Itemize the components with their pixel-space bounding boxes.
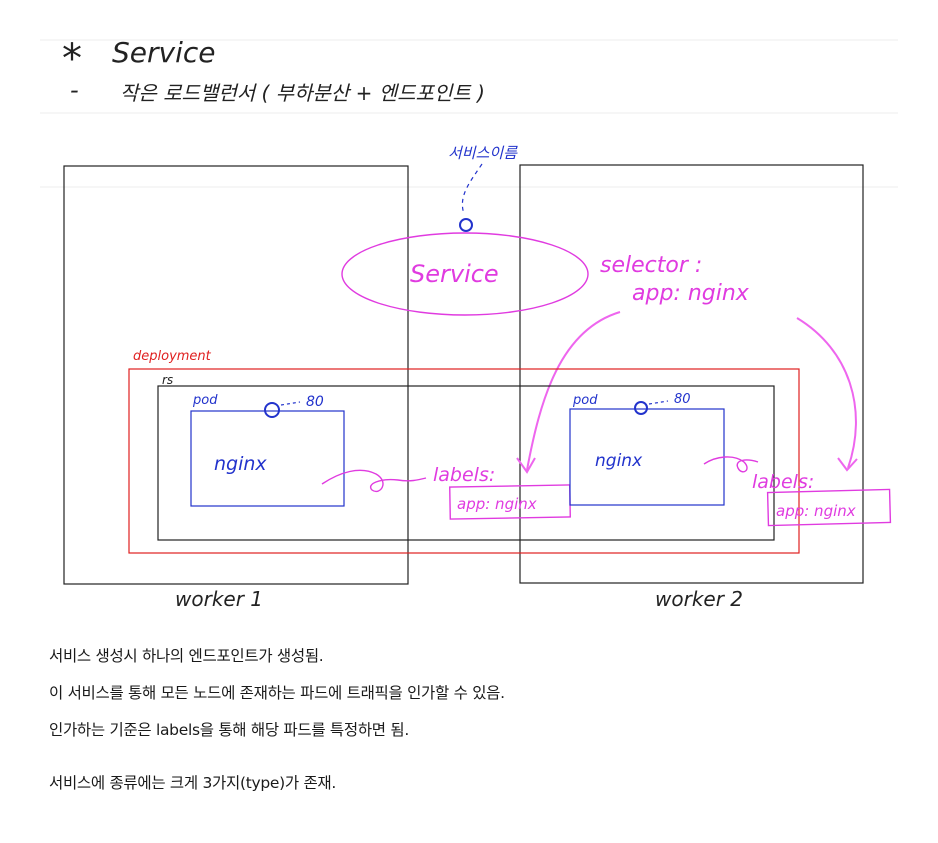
pod-1-box <box>190 410 345 507</box>
pod-2-port-number: 80 <box>674 392 691 407</box>
worker1-label: worker 1 <box>175 587 263 611</box>
notes: 서비스 생성시 하나의 엔드포인트가 생성됨. 이 서비스를 통해 모든 노드에… <box>49 643 909 807</box>
pod-2-labels-box <box>766 488 892 527</box>
replicaset-box <box>157 385 775 541</box>
pod-2-port-line <box>648 400 669 405</box>
worker2-box <box>519 164 864 584</box>
architecture-diagram: * Service - 작은 로드밸런서 ( 부하분산 + 엔드포인트 ) wo… <box>40 36 898 611</box>
heading-bullet: * <box>62 36 82 82</box>
deployment-label: deployment <box>133 349 212 364</box>
selector-arrow-pod2 <box>796 317 857 469</box>
service-name-label: 서비스이름 <box>448 144 518 162</box>
service-ellipse <box>341 232 589 316</box>
ruled-lines <box>40 39 898 188</box>
selector-arrow-pod1-head <box>516 457 536 474</box>
pod-1-app: nginx <box>214 453 267 475</box>
heading-dash: - <box>70 76 79 104</box>
pod-1-label: pod <box>192 393 218 408</box>
worker2-label: worker 2 <box>655 587 743 611</box>
note-line: 서비스 생성시 하나의 엔드포인트가 생성됨. <box>49 647 324 665</box>
note-line: 인가하는 기준은 labels을 통해 해당 파드를 특정하면 됨. <box>49 721 409 739</box>
selector-arrow-pod2-head <box>837 457 858 472</box>
pod-1-port-line <box>280 401 301 406</box>
pod-2-labels-connector <box>703 456 759 473</box>
deployment-box <box>128 368 800 554</box>
service-endpoint-port <box>459 218 473 232</box>
selector-arrow-pod1 <box>526 311 621 471</box>
pod-1-port <box>264 402 280 418</box>
heading-title: Service <box>112 36 215 69</box>
service-name-connector <box>461 163 483 215</box>
selector-value: app: nginx <box>632 281 750 306</box>
pod-2-labels-title: labels: <box>752 471 814 493</box>
pod-2-label: pod <box>572 393 598 408</box>
pod-2: pod 80 nginx labels: app: nginx <box>569 392 892 527</box>
replicaset-label: rs <box>162 373 173 387</box>
pod-1: pod 80 nginx labels: app: nginx <box>190 393 571 520</box>
pod-2-port <box>634 401 648 415</box>
pod-1-labels-value: app: nginx <box>457 495 537 513</box>
pod-1-labels-connector <box>321 469 427 493</box>
pod-1-labels-title: labels: <box>433 464 495 486</box>
pod-2-box <box>569 408 725 506</box>
worker1-box <box>63 165 409 585</box>
note-line: 서비스에 종류에는 크게 3가지(type)가 존재. <box>49 774 337 792</box>
service-label: Service <box>410 260 499 288</box>
pod-1-port-number: 80 <box>306 394 324 410</box>
pod-2-labels-value: app: nginx <box>776 502 856 520</box>
heading-subtitle: 작은 로드밸런서 ( 부하분산 + 엔드포인트 ) <box>120 81 485 105</box>
note-line: 이 서비스를 통해 모든 노드에 존재하는 파드에 트래픽을 인가할 수 있음. <box>49 684 505 702</box>
pod-2-app: nginx <box>595 451 643 471</box>
selector-label: selector : <box>600 253 702 278</box>
